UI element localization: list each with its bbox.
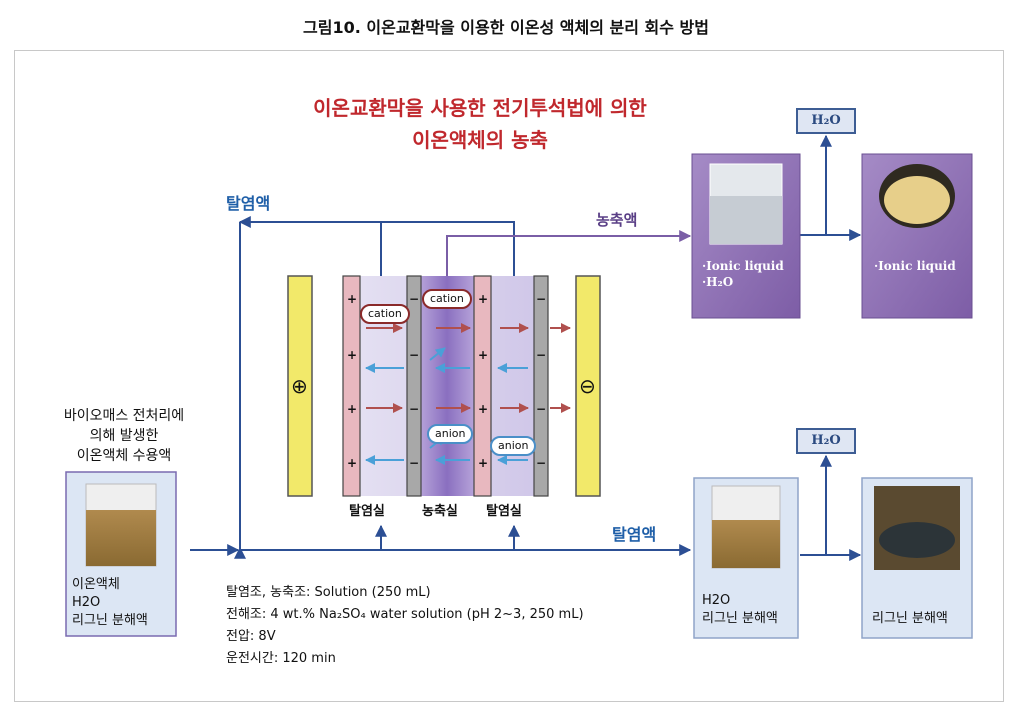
diagram-title-line2: 이온액체의 농축	[412, 128, 548, 152]
chamber-label-left: 탈염실	[349, 504, 385, 519]
source-caption-line1: 바이오매스 전처리에	[63, 408, 185, 424]
concentrate-box-contents: ·Ionic liquid ·H₂O	[702, 258, 784, 290]
chamber-label-right: 탈염실	[486, 504, 522, 519]
desalted-label-bottom: 탈염액	[612, 525, 657, 544]
source-box-contents: 이온액체 H2O 리그닌 분해액	[72, 576, 148, 630]
figure-caption: 그림10. 이온교환막을 이용한 이온성 액체의 분리 회수 방법	[303, 18, 709, 37]
concentrate-chamber	[420, 276, 474, 496]
concentrate-item: ·H₂O	[702, 275, 734, 289]
plus-sign: +	[347, 402, 358, 416]
source-item: H2O	[72, 595, 101, 610]
lignin-box-contents: 리그닌 분해액	[872, 610, 948, 628]
concentrate-item: ·Ionic liquid	[702, 259, 784, 273]
anode-symbol: ⊕	[291, 374, 308, 398]
cation-label: cation	[360, 304, 410, 324]
ionic-liquid-item: ·Ionic liquid	[874, 259, 956, 273]
cation-flow-arrows	[366, 323, 571, 413]
desalted-item: 리그닌 분해액	[702, 611, 778, 626]
concentrate-flow-line	[446, 230, 692, 276]
minus-sign: −	[536, 456, 547, 470]
anode-electrode	[287, 275, 313, 497]
source-caption-line3: 이온액체 수용액	[76, 448, 172, 464]
desalted-item: H2O	[702, 593, 731, 608]
anion-membrane-right	[533, 275, 549, 497]
desalted-liquid	[712, 520, 780, 568]
source-liquid	[86, 510, 156, 566]
minus-sign: −	[409, 348, 420, 362]
plus-sign: +	[478, 402, 489, 416]
condition-line: 탈염조, 농축조: Solution (250 mL)	[226, 585, 431, 600]
ionic-liquid-box-contents: ·Ionic liquid	[874, 258, 956, 274]
minus-sign: −	[536, 292, 547, 306]
diagram-frame	[14, 50, 1004, 702]
minus-sign: −	[536, 348, 547, 362]
source-item: 리그닌 분해액	[72, 613, 148, 628]
h2o-box-bottom: H₂O	[796, 428, 856, 454]
lignin-item: 리그닌 분해액	[872, 611, 948, 626]
plus-sign: +	[347, 348, 358, 362]
diagram-title-line1: 이온교환막을 사용한 전기투석법에 의한	[313, 96, 647, 120]
cation-membrane-right	[473, 275, 492, 497]
concentrate-label: 농축액	[596, 211, 638, 229]
desalted-box-contents: H2O 리그닌 분해액	[702, 592, 778, 628]
flow-lines	[190, 134, 862, 561]
ionic-liquid-content	[884, 176, 950, 224]
plus-sign: +	[478, 292, 489, 306]
cation-membrane-left	[342, 275, 361, 497]
desalted-label-top: 탈염액	[226, 194, 271, 213]
source-item: 이온액체	[72, 577, 120, 592]
minus-sign: −	[536, 402, 547, 416]
cathode-electrode	[575, 275, 601, 497]
minus-sign: −	[409, 292, 420, 306]
plus-sign: +	[347, 456, 358, 470]
plus-sign: +	[478, 348, 489, 362]
concentrate-liquid	[710, 196, 782, 244]
plus-sign: +	[478, 456, 489, 470]
condition-line: 전해조: 4 wt.% Na₂SO₄ water solution (pH 2~…	[226, 607, 584, 622]
minus-sign: −	[409, 402, 420, 416]
plus-sign: +	[347, 292, 358, 306]
cathode-symbol: ⊖	[579, 374, 596, 398]
lignin-residue	[879, 522, 955, 558]
cation-label: cation	[422, 289, 472, 309]
anion-label: anion	[490, 436, 537, 456]
anion-membrane-left	[406, 275, 422, 497]
anion-label: anion	[427, 424, 474, 444]
operating-conditions: 탈염조, 농축조: Solution (250 mL) 전해조: 4 wt.% …	[226, 582, 584, 670]
h2o-box-top: H₂O	[796, 108, 856, 134]
condition-line: 운전시간: 120 min	[226, 651, 336, 666]
chamber-label-mid: 농축실	[422, 504, 458, 519]
condition-line: 전압: 8V	[226, 629, 276, 644]
minus-sign: −	[409, 456, 420, 470]
source-caption-line2: 의해 발생한	[89, 428, 159, 444]
